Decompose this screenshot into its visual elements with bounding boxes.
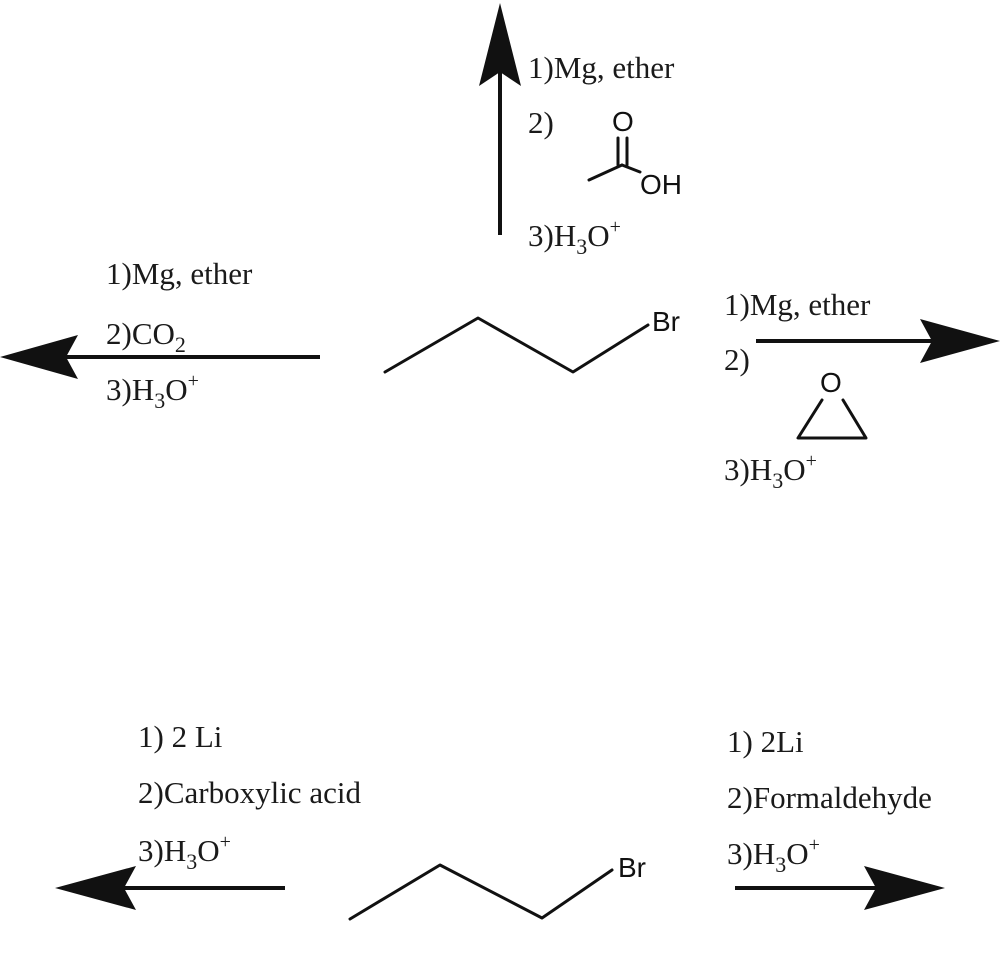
top-right-arrowhead	[920, 319, 1000, 363]
bottom-left-arrow	[55, 866, 285, 910]
top-left-step1: 1)Mg, ether	[106, 256, 253, 291]
up-reagents: 1)Mg, ether 2) O OH 3)H3O+	[528, 50, 682, 259]
bottom-left-step2: 2)Carboxylic acid	[138, 775, 361, 810]
top-left-step2: 2)CO2	[106, 316, 186, 357]
bottom-right-step2: 2)Formaldehyde	[727, 780, 932, 815]
bottom-right-arrowhead	[864, 866, 945, 910]
acetic-acid-carbonyl-o: O	[612, 106, 634, 137]
bottom-right-arrow	[735, 866, 945, 910]
bottom-left-arrowhead	[55, 866, 136, 910]
top-left-arrowhead	[0, 335, 78, 379]
bottom-left-reagents: 1) 2 Li 2)Carboxylic acid 3)H3O+	[138, 719, 361, 874]
acetic-acid-structure: O OH	[587, 106, 682, 200]
top-bromopropane: Br	[383, 306, 680, 374]
up-arrowhead	[479, 3, 521, 86]
top-bromine-label: Br	[652, 306, 680, 337]
top-left-reagents: 1)Mg, ether 2)CO2 3)H3O+	[106, 256, 253, 413]
top-right-arrow	[756, 319, 1000, 363]
bottom-left-step1: 1) 2 Li	[138, 719, 223, 754]
bottom-left-step3: 3)H3O+	[138, 831, 231, 874]
bottom-right-step1: 1) 2Li	[727, 724, 804, 759]
bottom-right-step3: 3)H3O+	[727, 834, 820, 877]
up-step3: 3)H3O+	[528, 216, 621, 259]
top-left-arrow	[0, 335, 320, 379]
top-right-step2: 2)	[724, 342, 750, 377]
epoxide-oxygen: O	[820, 367, 842, 398]
bottom-bromine-label: Br	[618, 852, 646, 883]
acetic-acid-oh: OH	[640, 169, 682, 200]
top-left-step3: 3)H3O+	[106, 370, 199, 413]
bottom-carbon-chain	[348, 863, 614, 921]
bottom-right-reagents: 1) 2Li 2)Formaldehyde 3)H3O+	[727, 724, 932, 877]
ethylene-oxide-structure: O	[796, 367, 868, 440]
top-carbon-chain	[383, 316, 650, 374]
up-arrow	[479, 3, 521, 235]
up-step2: 2)	[528, 105, 554, 140]
top-right-step1: 1)Mg, ether	[724, 287, 871, 322]
top-right-reagents: 1)Mg, ether 2) O 3)H3O+	[724, 287, 871, 493]
up-step1: 1)Mg, ether	[528, 50, 675, 85]
top-right-step3: 3)H3O+	[724, 450, 817, 493]
bottom-bromopropane: Br	[348, 852, 646, 921]
